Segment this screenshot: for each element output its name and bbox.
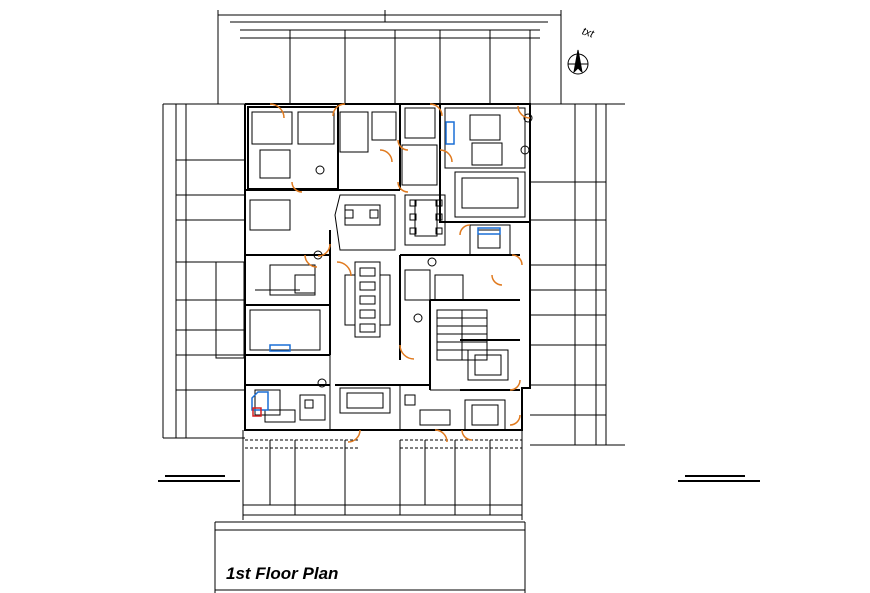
furniture-symbols bbox=[264, 113, 533, 423]
top-dimension-lines bbox=[217, 10, 562, 105]
left-dimension-lines bbox=[162, 103, 245, 439]
interior-partitions bbox=[249, 107, 526, 431]
drawing-title: 1st Floor Plan bbox=[226, 564, 339, 583]
door-swings bbox=[269, 103, 531, 443]
right-dimension-lines bbox=[530, 103, 625, 446]
north-arrow bbox=[567, 49, 589, 75]
fixtures-blue bbox=[251, 121, 501, 411]
fixture-red bbox=[252, 407, 262, 417]
bottom-dimension-lines bbox=[214, 430, 526, 593]
balcony-hatching bbox=[245, 439, 522, 449]
level-markers bbox=[158, 475, 760, 482]
